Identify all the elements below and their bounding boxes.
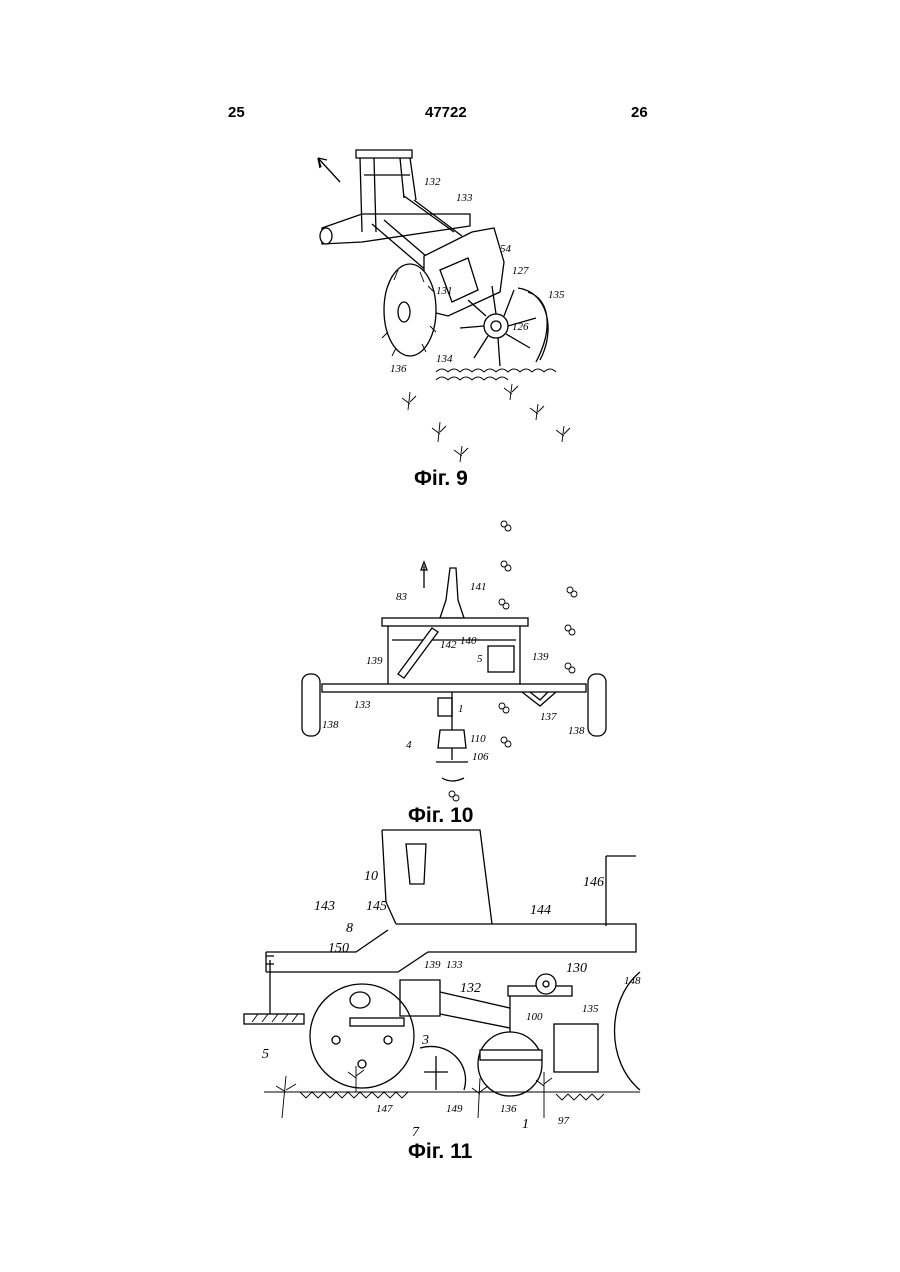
- label-139-right: 139: [532, 651, 549, 663]
- label-8: 8: [346, 921, 353, 936]
- label-100: 100: [526, 1011, 543, 1023]
- label-145: 145: [366, 899, 387, 914]
- label-133: 133: [456, 192, 473, 204]
- figure-10-caption: Фіг. 10: [408, 804, 473, 828]
- label-150: 150: [328, 941, 349, 956]
- label-147: 147: [376, 1103, 393, 1115]
- figure-10-drawing: [302, 521, 606, 801]
- label-1: 1: [522, 1117, 529, 1132]
- label-137: 137: [540, 711, 557, 723]
- label-3: 3: [421, 1033, 429, 1048]
- label-133: 133: [446, 959, 463, 971]
- label-146: 146: [583, 875, 604, 890]
- label-132: 132: [424, 176, 441, 188]
- label-5: 5: [477, 653, 483, 665]
- label-7: 7: [412, 1125, 420, 1140]
- label-148: 148: [624, 975, 641, 987]
- label-135: 135: [548, 289, 565, 301]
- figure-9-drawing: [318, 150, 570, 462]
- figure-11-labels: 10 146 143 145 144 8 150 139 133 130 148…: [262, 869, 641, 1140]
- label-149: 149: [446, 1103, 463, 1115]
- label-54: 54: [500, 243, 512, 255]
- label-97: 97: [558, 1115, 570, 1127]
- label-130: 130: [566, 961, 587, 976]
- label-140: 140: [460, 635, 477, 647]
- label-5: 5: [262, 1047, 269, 1062]
- label-136: 136: [500, 1103, 517, 1115]
- label-142: 142: [440, 639, 457, 651]
- label-133: 133: [354, 699, 371, 711]
- label-131: 131: [436, 285, 453, 297]
- label-135: 135: [582, 1003, 599, 1015]
- label-126: 126: [512, 321, 529, 333]
- label-132: 132: [460, 981, 481, 996]
- label-127: 127: [512, 265, 529, 277]
- label-139-left: 139: [366, 655, 383, 667]
- label-138-left: 138: [322, 719, 339, 731]
- label-143: 143: [314, 899, 335, 914]
- figure-9-caption: Фіг. 9: [414, 467, 468, 491]
- label-106: 106: [472, 751, 489, 763]
- figure-11-caption: Фіг. 11: [408, 1140, 472, 1164]
- label-138-right: 138: [568, 725, 585, 737]
- label-139: 139: [424, 959, 441, 971]
- label-134: 134: [436, 353, 453, 365]
- label-83: 83: [396, 591, 408, 603]
- label-1: 1: [458, 703, 464, 715]
- label-110: 110: [470, 733, 486, 745]
- label-4: 4: [406, 739, 412, 751]
- label-136: 136: [390, 363, 407, 375]
- label-144: 144: [530, 903, 551, 918]
- label-10: 10: [364, 869, 378, 884]
- label-141: 141: [470, 581, 487, 593]
